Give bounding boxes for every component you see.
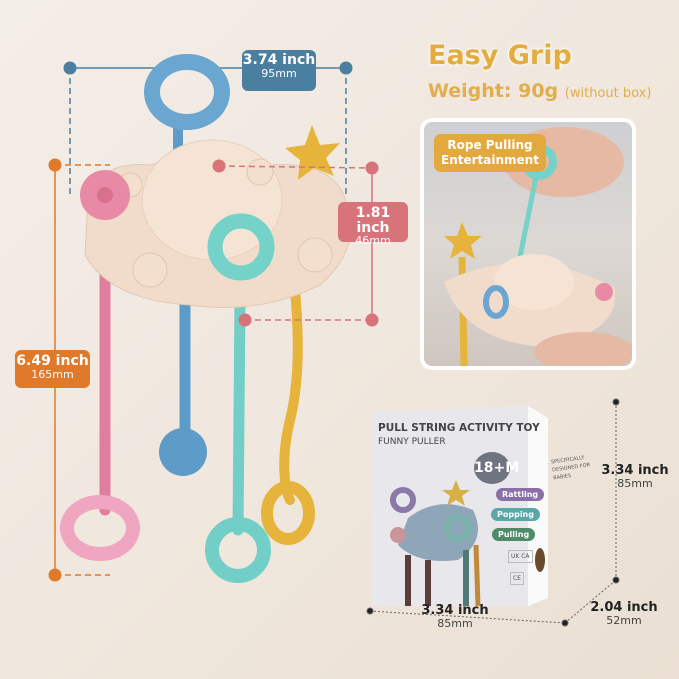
package-title: PULL STRING ACTIVITY TOY (378, 422, 540, 434)
blue-ball (159, 428, 207, 476)
feature-popping: Popping (491, 508, 540, 521)
ukca-mark: UK CA (508, 550, 533, 563)
ce-mark: CE (510, 572, 524, 585)
length-label: 6.49 inch 165mm (15, 350, 90, 388)
usage-photo: Rope Pulling Entertainment (420, 118, 636, 370)
headline-title: Easy Grip (428, 40, 572, 71)
box-height-label: 3.34 inch 85mm (601, 463, 669, 491)
rope-pulling-badge: Rope Pulling Entertainment (434, 134, 546, 172)
body-height-dimension-line (212, 159, 379, 327)
age-badge: 18+M (474, 452, 519, 484)
box-dimension-lines (366, 398, 620, 627)
product-package: PULL STRING ACTIVITY TOY FUNNY PULLER 18… (368, 400, 548, 607)
blue-top-ring (144, 54, 230, 130)
mint-donut (207, 213, 275, 281)
usage-photo-illustration (444, 127, 632, 366)
package-subtitle: FUNNY PULLER (378, 437, 446, 447)
feature-rattling: Rattling (496, 488, 545, 501)
box-depth-label: 2.04 inch 52mm (590, 600, 658, 628)
pink-ring (60, 495, 140, 561)
body-height-label: 1.81 inch 46mm (338, 202, 408, 246)
yellow-star (285, 125, 340, 180)
width-label: 3.74 inch 95mm (242, 50, 316, 91)
yellow-ring (261, 481, 315, 545)
box-width-label: 3.34 inch 85mm (421, 603, 489, 631)
feature-pulling: Pulling (492, 528, 536, 541)
mint-ring (205, 517, 271, 583)
weight-text: Weight: 90g (without box) (428, 80, 652, 102)
